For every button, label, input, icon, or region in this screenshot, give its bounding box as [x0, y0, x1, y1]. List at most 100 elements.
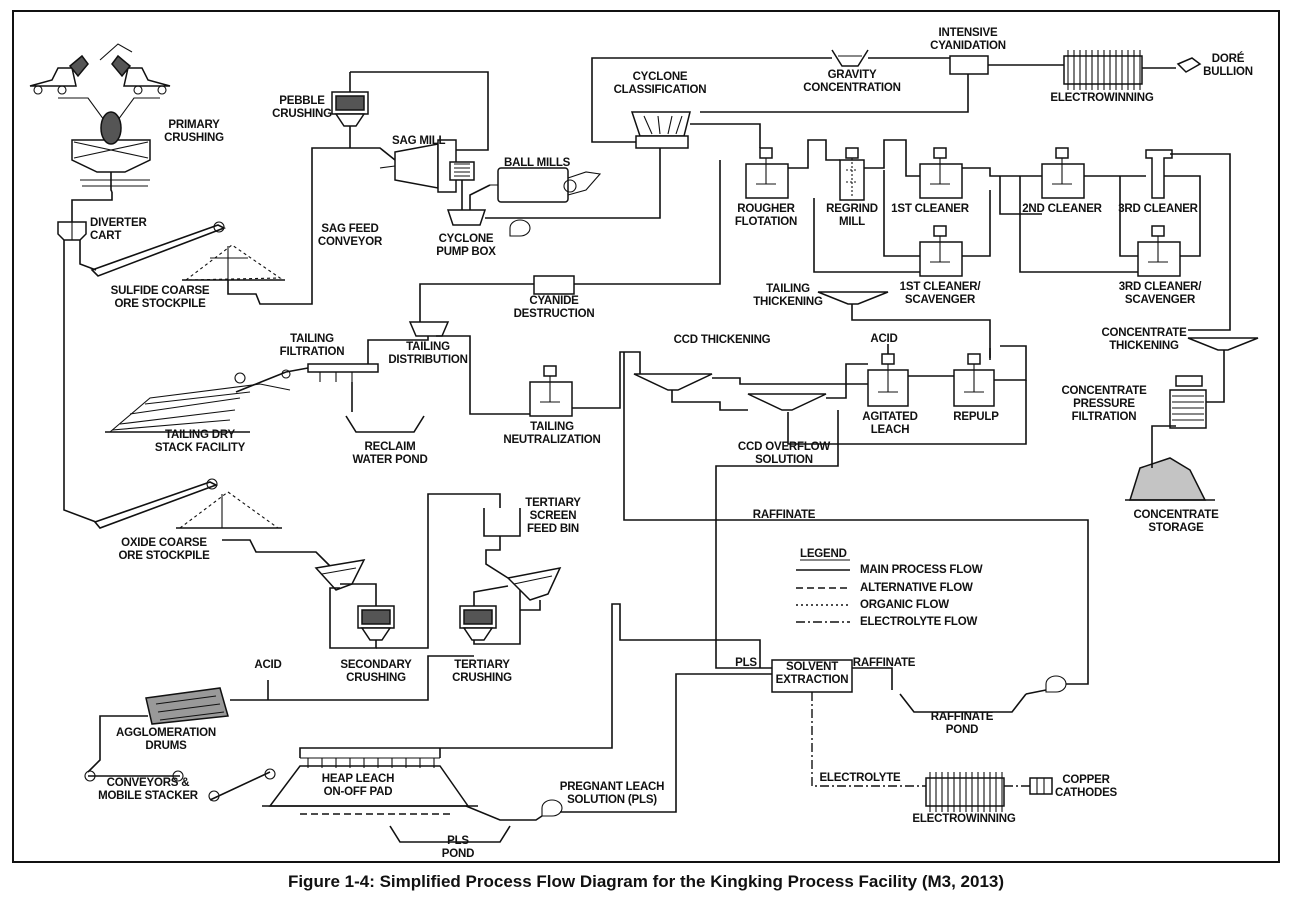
electrowinning-cell-top [1063, 50, 1143, 90]
label-electrolyte: ELECTROLYTE [819, 772, 901, 784]
intensive-cyanidation-reactor [949, 55, 989, 75]
copper-cathodes-icon [1029, 777, 1053, 795]
label-ball-mills: BALL MILLS [504, 157, 571, 169]
label-first-cleaner-scavenger: 1ST CLEANER/SCAVENGER [900, 281, 982, 306]
repulp-tank [953, 353, 995, 407]
flotation-cells [745, 147, 1181, 277]
neutralization-tank [529, 365, 573, 417]
label-electrowinning-bottom: ELECTROWINNING [912, 813, 1016, 825]
crushing-circuit [314, 559, 562, 641]
diagram-frame [12, 10, 1280, 863]
label-pls: PLS [735, 657, 757, 669]
cyanide-destruction-tank [533, 275, 575, 295]
concentrate-pressure-filter [1169, 375, 1207, 429]
concentrate-thickener [1187, 337, 1259, 351]
agitated-leach-tank [867, 353, 909, 407]
label-third-cleaner-scavenger: 3RD CLEANER/SCAVENGER [1119, 281, 1203, 306]
tailing-dry-stack [105, 383, 291, 433]
oxide-coarse-ore-stockpile [93, 478, 282, 529]
legend-item: MAIN PROCESS FLOW [860, 564, 983, 576]
pls-pond [389, 825, 511, 843]
label-sag-mill: SAG MILL [392, 135, 446, 147]
legend-item: ELECTROLYTE FLOW [860, 616, 977, 628]
raffinate-pond [899, 693, 1027, 713]
primary-crushing-unit [29, 43, 171, 193]
raffinate-pump-icon [1045, 675, 1067, 693]
diverter-cart [57, 221, 87, 241]
label-first-cleaner: 1ST CLEANER [891, 203, 970, 215]
electrowinning-cell-bottom [925, 772, 1005, 812]
label-repulp: REPULP [953, 411, 999, 423]
label-raffinate-se: RAFFINATE [853, 657, 916, 669]
legend-item: ALTERNATIVE FLOW [860, 582, 973, 594]
label-raffinate-top: RAFFINATE [753, 509, 816, 521]
mobile-stacker [84, 768, 276, 802]
tailing-thickener [817, 291, 889, 305]
label-second-cleaner: 2ND CLEANER [1022, 203, 1102, 215]
concentrate-storage-pile [1125, 457, 1215, 501]
heap-leach-pad [262, 757, 478, 815]
alternative-flows [811, 692, 1030, 787]
gravity-concentrator [831, 49, 869, 67]
pls-pump-icon [541, 799, 563, 817]
reclaim-water-pond [345, 415, 425, 433]
tertiary-screen-feed-bin [483, 508, 521, 537]
label-third-cleaner: 3RD CLEANER [1118, 203, 1198, 215]
main-process-flows [63, 57, 1231, 821]
label-acid-top: ACID [870, 333, 897, 345]
legend-title: LEGEND [800, 548, 847, 560]
tailing-distribution-box [408, 321, 450, 337]
cyclone-pump-box [446, 209, 531, 237]
label-electrowinning-top: ELECTROWINNING [1050, 92, 1154, 104]
figure-caption: Figure 1-4: Simplified Process Flow Diag… [287, 872, 1005, 891]
pebble-crusher [331, 72, 369, 140]
legend-lines [796, 559, 850, 623]
cyclone-cluster [630, 111, 691, 149]
legend-item: ORGANIC FLOW [860, 599, 949, 611]
label-ccd-thickening: CCD THICKENING [674, 334, 771, 346]
sag-mill [379, 139, 475, 193]
dore-bar-icon [1176, 57, 1202, 73]
agglomeration-drum [145, 687, 229, 725]
sulfide-coarse-ore-stockpile [90, 221, 285, 281]
ccd-thickeners [633, 373, 827, 411]
solvent-extraction-box [771, 659, 853, 693]
label-conveyors-mobile-stacker: CONVEYORS &MOBILE STACKER [98, 777, 199, 802]
